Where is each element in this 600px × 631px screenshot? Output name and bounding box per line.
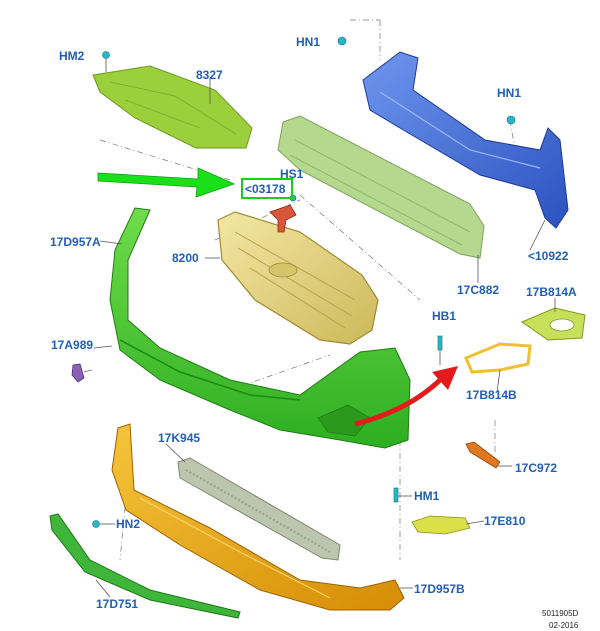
reference-date: 02-2016	[549, 621, 579, 630]
bezel-17b814a[interactable]	[520, 307, 586, 341]
fasteners	[92, 36, 516, 528]
clip-hm2-top[interactable]	[102, 51, 110, 59]
clip-hb1[interactable]	[437, 335, 443, 351]
label-17c882: 17C882	[457, 283, 499, 297]
reflector-17e810[interactable]	[411, 515, 471, 535]
label-17e810: 17E810	[484, 514, 526, 528]
bezel-17b814b[interactable]	[464, 342, 532, 374]
bracket-17a989[interactable]	[71, 363, 93, 383]
label-17d957b: 17D957B	[414, 582, 465, 596]
shield-8327[interactable]	[92, 65, 253, 149]
lip-17d751[interactable]	[49, 513, 241, 619]
lower-grille-17k945[interactable]	[177, 457, 341, 561]
red-arrow	[354, 366, 458, 427]
label-hs1: HS1	[280, 167, 304, 181]
lower-bumper-17d957b[interactable]	[111, 423, 405, 611]
label-17b814a: 17B814A	[526, 285, 577, 299]
absorber-17c882[interactable]	[277, 115, 485, 259]
label-17d957a: 17D957A	[50, 235, 101, 249]
leader-lines	[93, 78, 556, 598]
highlight-box-03178	[241, 178, 293, 199]
reinforcement-10922[interactable]	[362, 51, 569, 229]
label-17c972: 17C972	[515, 461, 557, 475]
label-10922: <10922	[528, 249, 569, 263]
label-17d751: 17D751	[96, 597, 138, 611]
label-8327: 8327	[196, 68, 223, 82]
clip-hm1[interactable]	[393, 487, 399, 503]
green-arrow	[97, 167, 236, 198]
label-hb1: HB1	[432, 309, 456, 323]
reference-code: 5011905D	[542, 609, 579, 618]
label-17k945: 17K945	[158, 431, 200, 445]
part-labels: HM2 8327 HN1 HN1 HS1 <03178 17D957A 8200…	[50, 35, 577, 611]
label-hm1: HM1	[414, 489, 440, 503]
footer-reference: 5011905D 02-2016	[542, 609, 579, 630]
bracket-03178[interactable]	[269, 204, 297, 233]
label-8200: 8200	[172, 251, 199, 265]
clip-hn1-right[interactable]	[506, 115, 516, 125]
label-03178: <03178	[245, 182, 286, 196]
label-17a989: 17A989	[51, 338, 93, 352]
label-hn2: HN2	[116, 517, 140, 531]
clip-hn2[interactable]	[92, 520, 100, 528]
label-hn1-right: HN1	[497, 86, 521, 100]
label-hm2-top: HM2	[59, 49, 85, 63]
clip-hn1-top[interactable]	[337, 36, 347, 46]
label-17b814b: 17B814B	[466, 388, 517, 402]
grille-8200[interactable]	[217, 211, 379, 345]
bumper-17d957a[interactable]	[109, 207, 411, 449]
bracket-17c972[interactable]	[465, 441, 501, 469]
label-hn1-top: HN1	[296, 35, 320, 49]
